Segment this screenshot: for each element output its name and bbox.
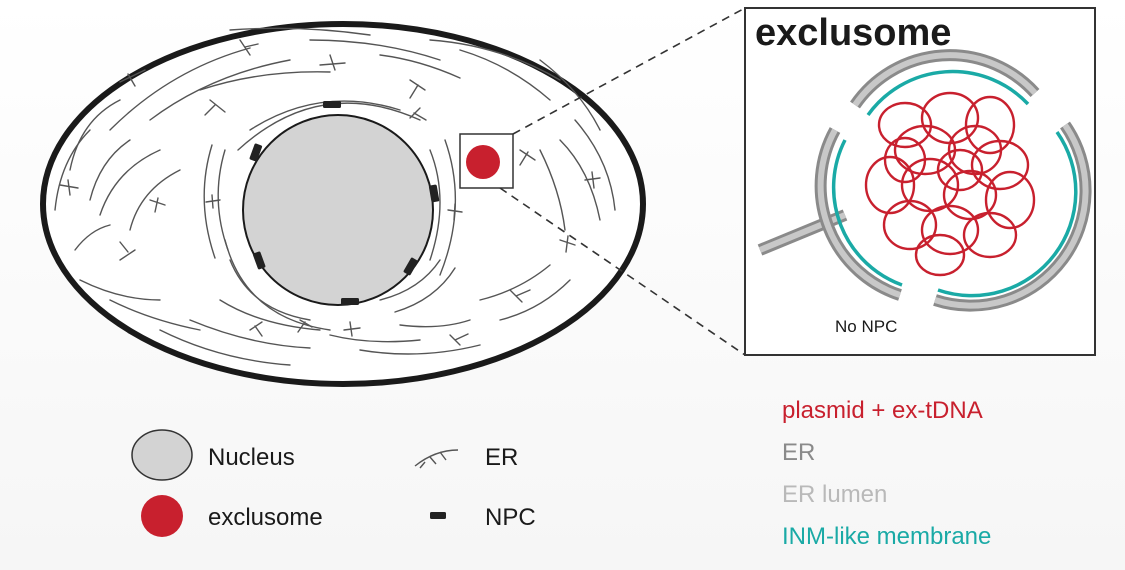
legend: Nucleus exclusome ER NPC <box>131 429 536 537</box>
er-shell <box>757 49 1092 312</box>
npc-markers <box>249 101 440 305</box>
exclusome-in-cell <box>466 145 500 179</box>
color-key-er: ER <box>782 439 815 466</box>
legend-er-icon <box>414 449 459 469</box>
color-key-er-lumen: ER lumen <box>782 481 887 508</box>
color-key-inm: INM-like membrane <box>782 523 991 550</box>
no-npc-label: No NPC <box>835 317 897 336</box>
legend-nucleus-swatch <box>131 429 193 481</box>
er-network <box>54 27 616 366</box>
nucleus <box>242 114 434 306</box>
legend-npc-swatch <box>430 512 446 519</box>
legend-npc-label: NPC <box>485 504 536 531</box>
color-key-plasmid: plasmid + ex-tDNA <box>782 397 983 424</box>
inset-panel: exclusome <box>744 7 1096 356</box>
plasmid-tangle <box>864 91 1036 277</box>
legend-exclusome-label: exclusome <box>208 504 323 531</box>
legend-er-label: ER <box>485 444 518 471</box>
zoom-box <box>459 133 514 189</box>
callout-lines <box>499 7 746 356</box>
inset-title: exclusome <box>755 12 951 54</box>
color-key: plasmid + ex-tDNA ER ER lumen INM-like m… <box>782 397 991 550</box>
legend-exclusome-swatch <box>141 495 183 537</box>
inm-membrane <box>831 69 1078 298</box>
legend-nucleus-label: Nucleus <box>208 444 295 471</box>
